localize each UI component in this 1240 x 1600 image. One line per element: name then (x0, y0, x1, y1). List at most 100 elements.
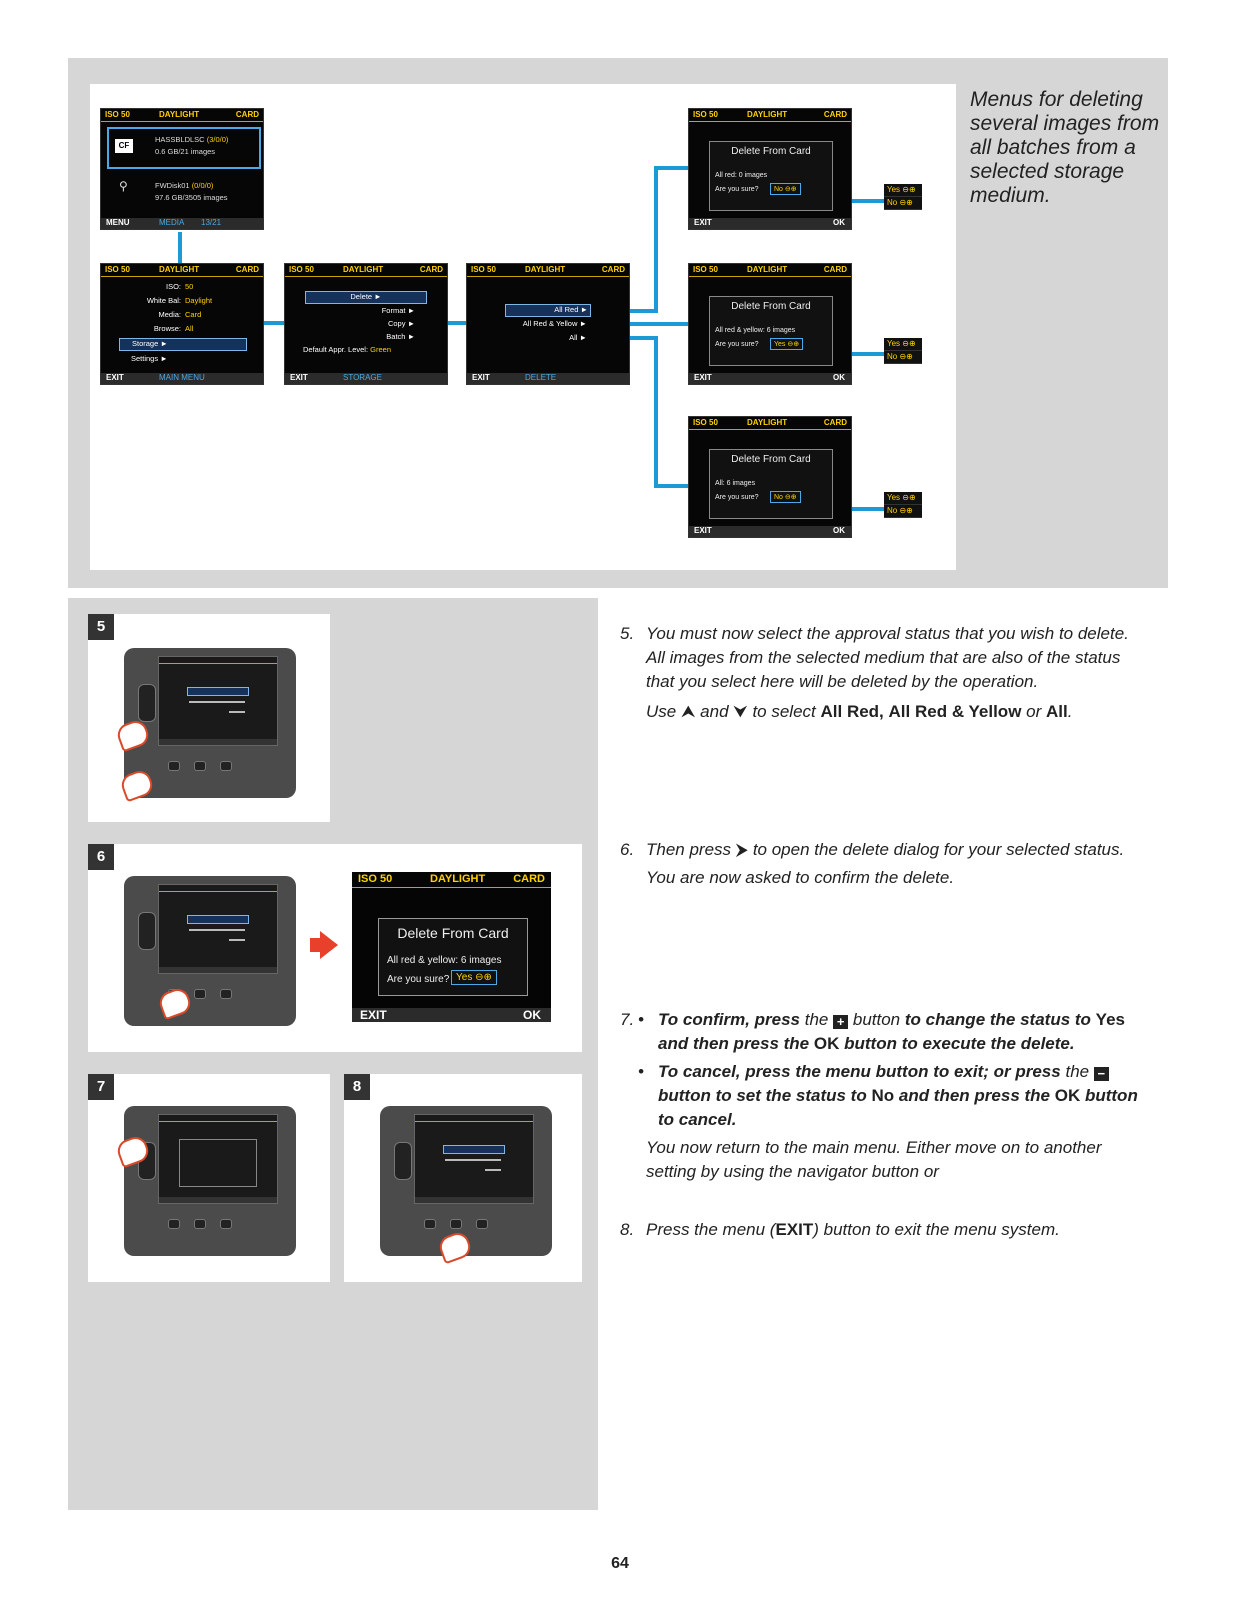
connector-line (654, 336, 658, 486)
footer-mid: DELETE (525, 373, 557, 382)
menu-item-copy[interactable]: Copy ► (387, 319, 415, 328)
dialog-title: Delete From Card (731, 301, 811, 312)
dialog-value[interactable]: No ⊖⊕ (770, 491, 801, 503)
camera-button[interactable] (194, 989, 206, 999)
menu-item-settings[interactable]: Settings ► (131, 354, 168, 363)
menu-item-format[interactable]: Format ► (381, 306, 415, 315)
yes-option-label: Yes (887, 493, 901, 502)
menu-label-iso: ISO: (165, 282, 181, 291)
navigator-button[interactable] (394, 1142, 412, 1180)
footer-right: OK (833, 373, 845, 382)
yes-option-label: Yes (887, 185, 901, 194)
header-card: CARD (419, 265, 443, 274)
menu-item-delete[interactable]: Delete ► (305, 291, 427, 304)
yes-option[interactable]: Yes ⊖⊕ (884, 184, 922, 197)
format-label: Format (381, 306, 406, 315)
menu-item-batch[interactable]: Batch ► (386, 332, 415, 341)
header-iso: ISO 50 (471, 265, 496, 274)
dialog-value[interactable]: Yes ⊖⊕ (451, 970, 497, 985)
camera-button[interactable] (220, 761, 232, 771)
card1-name: HASSBLDLSC (155, 135, 205, 144)
menu-item-default-appr[interactable]: Default Appr. Level: Green (303, 345, 391, 354)
footer-right: OK (833, 526, 845, 535)
dialog-question: Are you sure? (715, 341, 759, 348)
dialog-count: All: 6 images (715, 480, 756, 487)
firewire-icon: ⚲ (119, 179, 128, 193)
footer-left: EXIT (694, 218, 712, 227)
camera-button[interactable] (424, 1219, 436, 1229)
delete-dialog: Delete From Card All red: 0 images Are y… (709, 141, 833, 211)
header-daylight: DAYLIGHT (747, 110, 788, 119)
footer-right: 13/21 (201, 218, 222, 227)
step-number: 8. (620, 1220, 635, 1239)
dialog-value-text: No (774, 494, 783, 501)
menu-item-all[interactable]: All ► (569, 333, 589, 342)
no-option[interactable]: No ⊖⊕ (884, 351, 922, 364)
no-option-label: No (887, 352, 898, 361)
card-selection (107, 127, 261, 169)
header-card: CARD (235, 265, 259, 274)
text: the (1065, 1062, 1090, 1081)
camera-button[interactable] (168, 1219, 180, 1229)
dialog-value-text: Yes (774, 341, 786, 348)
step-8: 8. Press the menu (EXIT) button to exit … (620, 1218, 1150, 1242)
dialog-count: All red & yellow: 6 images (387, 955, 502, 966)
dialog-value[interactable]: Yes ⊖⊕ (770, 338, 804, 350)
text: No (871, 1086, 895, 1105)
navigator-button[interactable] (138, 684, 156, 722)
navigator-button[interactable] (138, 912, 156, 950)
exit-label: EXIT (775, 1220, 814, 1239)
yes-option[interactable]: Yes ⊖⊕ (884, 492, 922, 505)
dialog-value[interactable]: No ⊖⊕ (770, 183, 801, 195)
step-8-photo: 8 (344, 1074, 582, 1282)
menu-value-browse: All (185, 324, 194, 333)
text: and (700, 702, 729, 721)
yes-option[interactable]: Yes ⊖⊕ (884, 338, 922, 351)
text: Use (646, 702, 677, 721)
camera-button[interactable] (220, 1219, 232, 1229)
menu-value-media: Card (185, 310, 202, 319)
header-iso: ISO 50 (105, 110, 130, 119)
camera-button[interactable] (476, 1219, 488, 1229)
default-appr-value: Green (370, 345, 391, 354)
text: to open the delete dialog for your selec… (752, 840, 1125, 859)
camera-button[interactable] (194, 1219, 206, 1229)
connector-line (262, 321, 288, 325)
step-7-cancel-bullet: • To cancel, press the menu button to ex… (628, 1060, 1152, 1132)
default-appr-label: Default Appr. Level: (303, 345, 369, 354)
step-text: You now return to the main menu. Either … (646, 1138, 1102, 1181)
card1-info: 0.6 GB/21 images (155, 147, 216, 156)
all-red-yellow-label: All Red & Yellow (522, 319, 578, 328)
text: and then press the (658, 1034, 810, 1053)
camera-back (380, 1106, 552, 1256)
camera-button[interactable] (194, 761, 206, 771)
step-text: Press the menu (EXIT) button to exit the… (646, 1218, 1150, 1242)
dialog-count: All red & yellow: 6 images (715, 327, 796, 334)
camera-lcd (414, 1114, 534, 1204)
footer-left: EXIT (360, 1008, 387, 1022)
camera-button[interactable] (450, 1219, 462, 1229)
no-option[interactable]: No ⊖⊕ (884, 197, 922, 210)
step-6: 6. Then press ⮞ to open the delete dialo… (620, 838, 1150, 890)
camera-button[interactable] (168, 761, 180, 771)
card2-counts: (0/0/0) (191, 181, 214, 190)
menu-item-storage[interactable]: Storage ► (119, 338, 247, 351)
step-use-line: Use ⮝ and ⮟ to select All Red, All Red &… (646, 700, 1150, 724)
no-option[interactable]: No ⊖⊕ (884, 505, 922, 518)
header-daylight: DAYLIGHT (747, 265, 788, 274)
step-7-return: You now return to the main menu. Either … (620, 1136, 1150, 1184)
header-daylight: DAYLIGHT (525, 265, 566, 274)
text: To confirm, press (658, 1010, 801, 1029)
menu-item-all-red[interactable]: All Red ► (505, 304, 591, 317)
camera-button[interactable] (220, 989, 232, 999)
text: the (804, 1010, 829, 1029)
text: ) button to exit the menu system. (813, 1220, 1060, 1239)
option-all-red-yellow: All Red & Yellow (888, 702, 1022, 721)
menu-item-all-red-yellow[interactable]: All Red & Yellow ► (522, 319, 589, 328)
option-all: All (1046, 702, 1068, 721)
step-7-photo: 7 (88, 1074, 330, 1282)
option-all-red: All Red, (820, 702, 884, 721)
